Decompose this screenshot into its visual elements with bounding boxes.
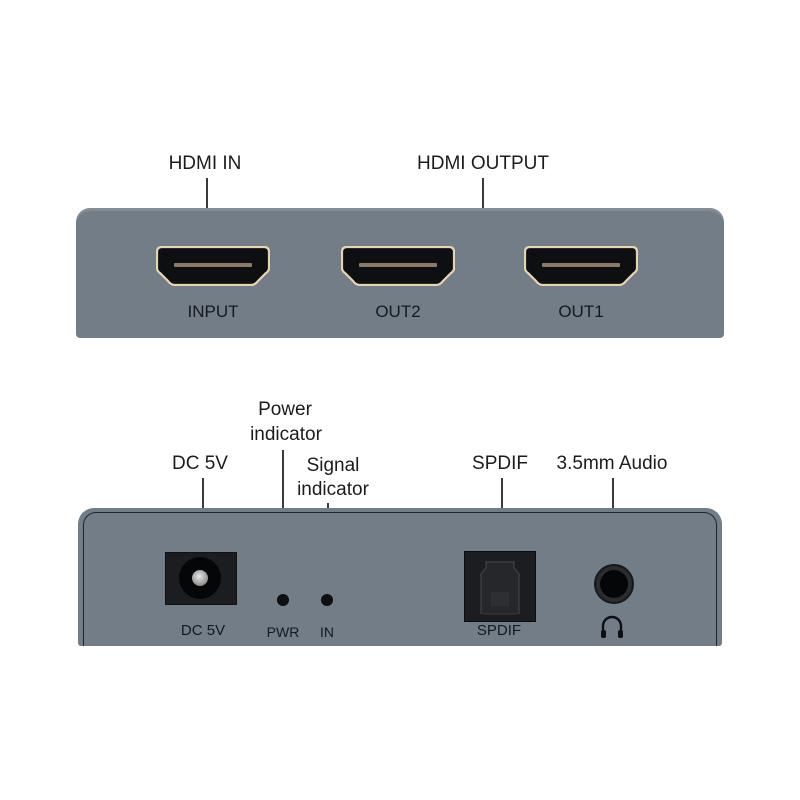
toslink-shape-icon (480, 561, 520, 615)
rear-panel-bezel (83, 512, 717, 646)
hdmi-input-port (156, 246, 270, 286)
callout-power-indicator-line2: indicator (250, 424, 322, 445)
callout-signal-indicator-line2: indicator (297, 479, 369, 500)
port-label-input: INPUT (187, 302, 239, 321)
leader-line-hdmi-output (482, 178, 484, 212)
dc-jack-socket (179, 557, 221, 599)
port-label-out2: OUT2 (375, 302, 421, 321)
callout-spdif: SPDIF (472, 453, 528, 474)
dc-jack-housing (165, 552, 237, 605)
port-label-in: IN (320, 624, 334, 640)
hdmi-out1-port (524, 246, 638, 286)
port-label-spdif: SPDIF (476, 622, 522, 639)
headphones-icon (601, 615, 623, 638)
callout-dc-5v: DC 5V (172, 453, 228, 474)
port-label-pwr: PWR (266, 624, 300, 640)
callout-hdmi-output: HDMI OUTPUT (417, 153, 549, 174)
callout-signal-indicator-line1: Signal (306, 455, 360, 476)
audio-jack-hole (600, 570, 628, 598)
port-label-dc-5v: DC 5V (180, 622, 226, 639)
callout-power-indicator-line1: Power (258, 399, 312, 420)
audio-3-5mm-jack (594, 564, 634, 604)
callout-3-5mm-audio: 3.5mm Audio (556, 453, 668, 474)
spdif-toslink-port (464, 551, 536, 622)
port-label-out1: OUT1 (558, 302, 604, 321)
hdmi-out2-port (341, 246, 455, 286)
callout-hdmi-in: HDMI IN (168, 153, 242, 174)
dc-jack-pin (192, 570, 208, 586)
in-led (321, 594, 333, 606)
pwr-led (277, 594, 289, 606)
